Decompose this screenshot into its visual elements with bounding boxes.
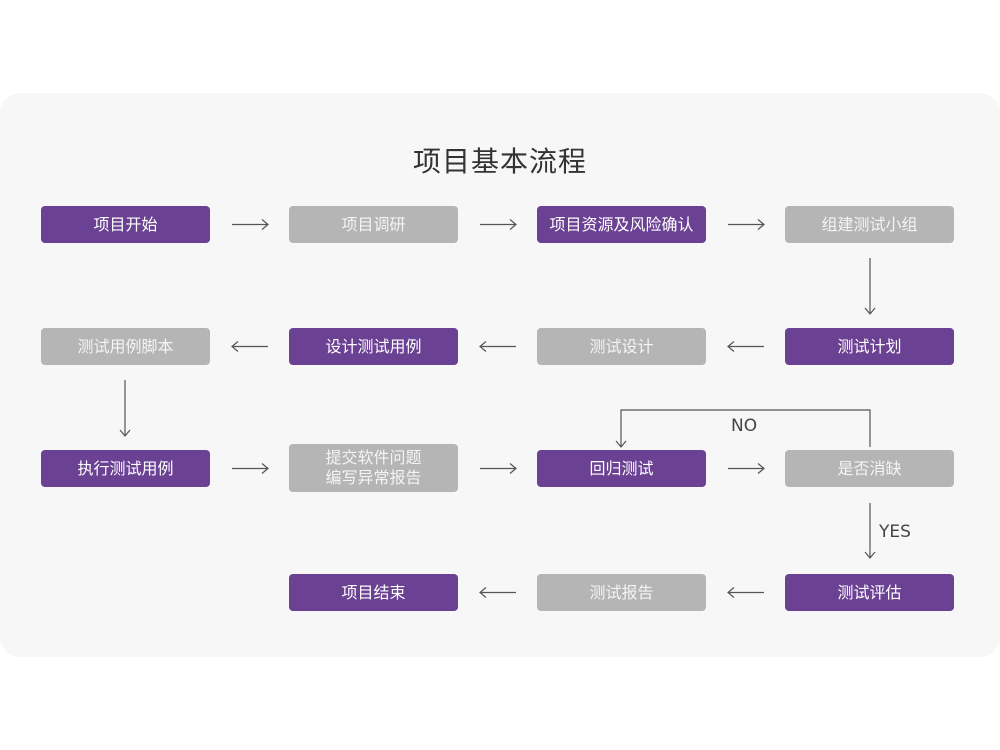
node-plan: 测试计划 [785,328,954,365]
yes-arrow [864,503,876,559]
arrow-left [479,587,764,598]
node-scripts: 测试用例脚本 [41,328,210,365]
node-decision: 是否消缺 [785,450,954,487]
node-design: 测试设计 [537,328,706,365]
yes-label: YES [879,522,911,542]
arrow-left [231,341,764,352]
node-report: 测试报告 [537,574,706,611]
node-resources: 项目资源及风险确认 [537,206,706,243]
node-team: 组建测试小组 [785,206,954,243]
no-label: NO [731,416,758,436]
no-loop-arrow [615,409,871,448]
node-end: 项目结束 [289,574,458,611]
node-submit-line2: 编写异常报告 [325,468,422,487]
diagram-card [0,93,1000,657]
arrow-down [864,258,876,315]
arrow-right [232,463,765,474]
node-submit-line1: 提交软件问题 [325,448,422,467]
node-research: 项目调研 [289,206,458,243]
node-regression: 回归测试 [537,450,706,487]
node-start: 项目开始 [41,206,210,243]
arrow-right [232,219,765,230]
node-submit: 提交软件问题 编写异常报告 [289,444,458,492]
node-execute: 执行测试用例 [41,450,210,487]
node-evaluate: 测试评估 [785,574,954,611]
arrow-down [119,380,131,437]
node-cases: 设计测试用例 [289,328,458,365]
diagram-title: 项目基本流程 [412,145,587,178]
